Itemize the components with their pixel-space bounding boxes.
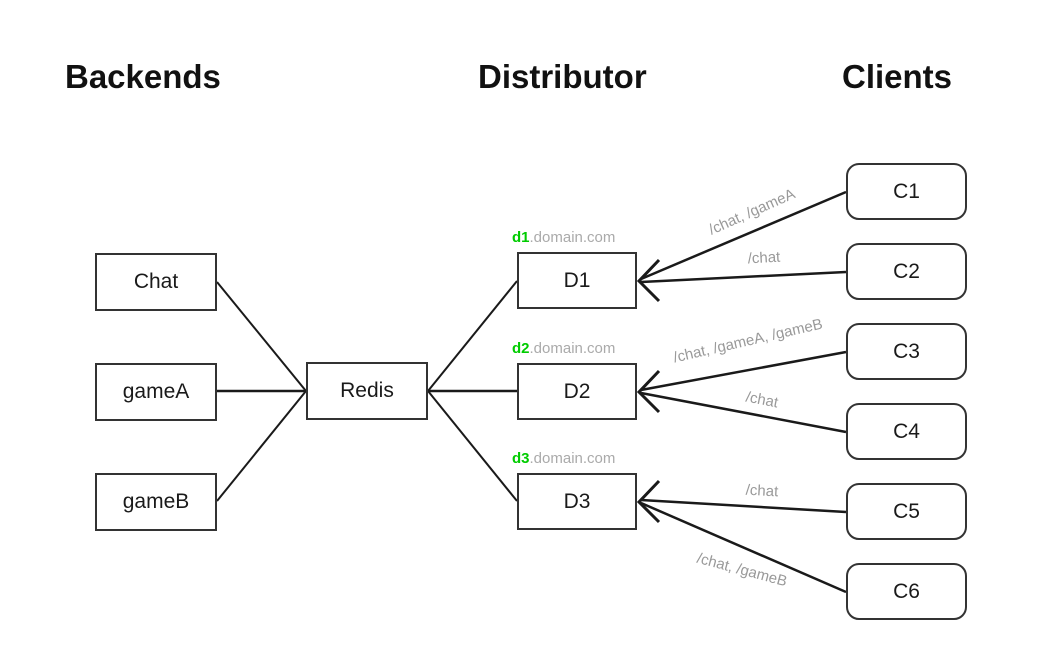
domain-label-d2: d2.domain.com bbox=[512, 340, 615, 358]
node-c6: C6 bbox=[846, 563, 967, 620]
domain-prefix-d1: d1 bbox=[512, 229, 530, 246]
edge-c3-d2 bbox=[640, 350, 847, 392]
edge-c2-d1 bbox=[640, 270, 847, 284]
edge-redis-d1 bbox=[427, 280, 518, 392]
domain-suffix-d1: .domain.com bbox=[529, 229, 616, 246]
node-chat: Chat bbox=[95, 253, 217, 311]
node-c1: C1 bbox=[846, 163, 967, 220]
arrowhead-d3-icon bbox=[636, 479, 661, 524]
domain-prefix-d2: d2 bbox=[512, 340, 530, 357]
edge-c4-d2 bbox=[640, 391, 847, 434]
header-distributor: Distributor bbox=[478, 58, 647, 95]
header-clients: Clients bbox=[842, 58, 953, 95]
node-gameb: gameB bbox=[95, 473, 217, 531]
domain-label-d1: d1.domain.com bbox=[512, 229, 615, 247]
domain-prefix-d3: d3 bbox=[512, 450, 530, 467]
edge-label-c5-d3: /chat bbox=[745, 481, 779, 501]
domain-suffix-d2: .domain.com bbox=[529, 340, 616, 357]
node-c4: C4 bbox=[846, 403, 967, 460]
node-c5: C5 bbox=[846, 483, 967, 540]
edge-chat-redis bbox=[216, 281, 307, 392]
domain-suffix-d3: .domain.com bbox=[529, 450, 616, 467]
arrowhead-d2-icon bbox=[636, 369, 661, 414]
header-backends: Backends bbox=[65, 58, 221, 95]
edge-c1-d1 bbox=[640, 190, 847, 281]
node-c2: C2 bbox=[846, 243, 967, 300]
node-d3: D3 bbox=[517, 473, 637, 530]
arrowhead-d1-icon bbox=[636, 258, 661, 303]
edge-gameb-redis bbox=[216, 390, 307, 502]
node-d2: D2 bbox=[517, 363, 637, 420]
node-c3: C3 bbox=[846, 323, 967, 380]
node-d1: D1 bbox=[517, 252, 637, 309]
edge-label-c2-d1: /chat bbox=[747, 248, 781, 268]
edge-c5-d3 bbox=[640, 498, 847, 514]
node-redis: Redis bbox=[306, 362, 428, 420]
node-gamea: gameA bbox=[95, 363, 217, 421]
domain-label-d3: d3.domain.com bbox=[512, 450, 615, 468]
edge-redis-d3 bbox=[427, 390, 518, 502]
edge-c6-d3 bbox=[640, 501, 847, 594]
